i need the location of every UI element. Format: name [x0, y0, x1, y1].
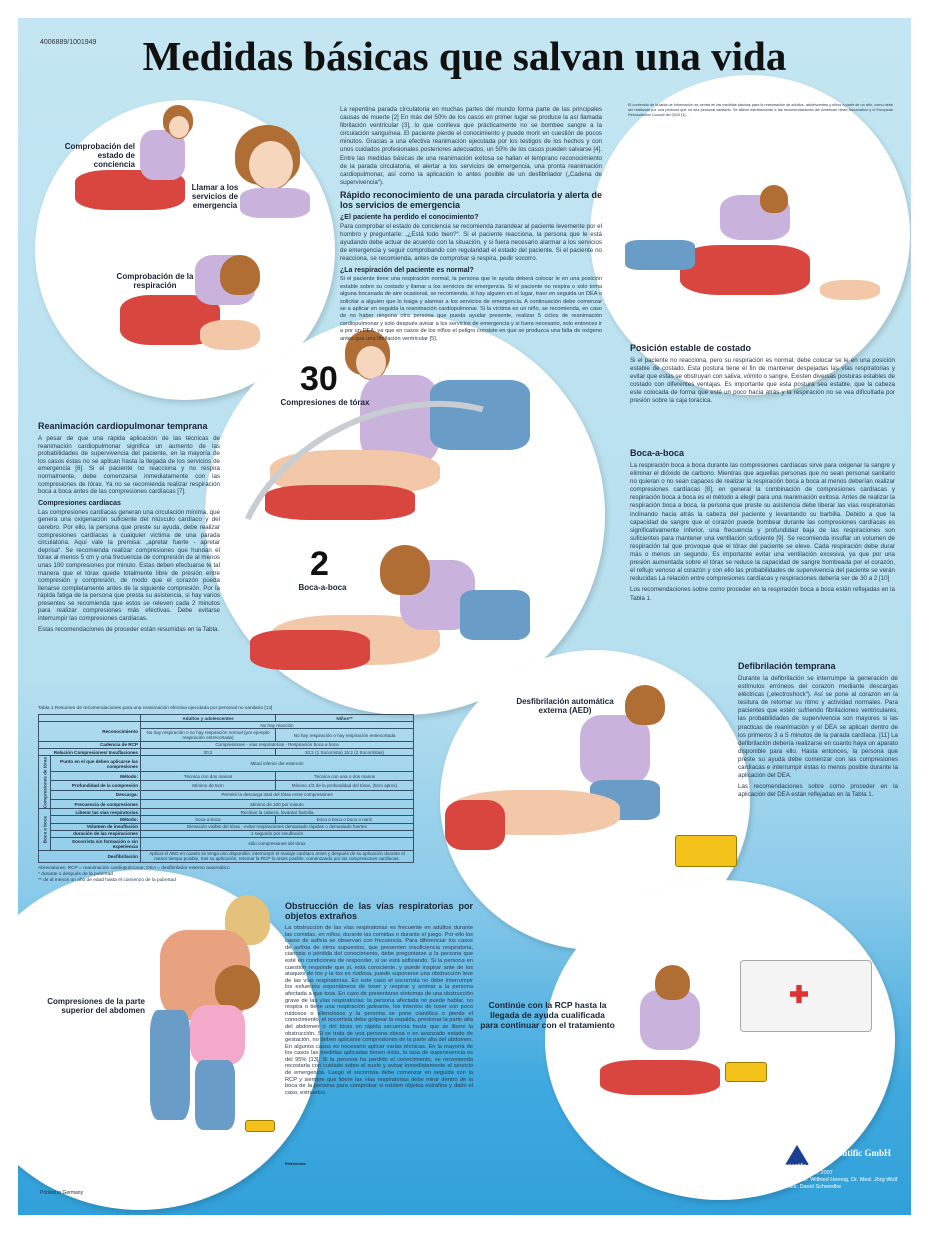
defib-text2: Las recomendaciones sobre como proceder …: [738, 783, 898, 799]
table-cell: Liberar las vías respiratorias: [50, 808, 141, 817]
stable-heading: Posición estable de costado: [630, 343, 752, 353]
label-mouth-to-mouth: Boca-a-boca: [298, 583, 347, 592]
recognition-p2: Si el paciente tiene una respiración nor…: [340, 276, 602, 342]
label-consciousness: Comprobación del estado de conciencia: [64, 142, 135, 169]
scope-note: El contenido de la tabla de información …: [628, 103, 893, 117]
illustrations-credit: Ilustraciones: David Schwedke: [765, 1184, 842, 1190]
table-cell: Punto en el que deben aplicarse las comp…: [50, 755, 141, 773]
boca-text2: Los recomendaciones sobre como proceder …: [630, 586, 895, 602]
table-cell: Aplicar el AED en cuanto se tenga uno di…: [140, 849, 414, 863]
table-cell: Socorrista sin formación o sin experienc…: [50, 837, 141, 851]
circle-continue: [545, 880, 895, 1200]
concept-credit: Concepto y texto: Wilfried Hennig, Dr. M…: [765, 1177, 898, 1183]
table-caption: Tabla 1 Resumen de recomendaciones para …: [38, 706, 273, 711]
compressions-text2: Estas recomendaciones de proceder están …: [38, 625, 220, 633]
table-cell: Reconocimiento: [38, 721, 141, 742]
table-cell: Compresiones - vías respiratorias - Resp…: [140, 740, 414, 750]
stable-position-section: Posición estable de costado Si el pacien…: [630, 340, 895, 409]
poster-title: Medidas básicas que salvan una vida: [142, 33, 787, 79]
copyright: © 3B Scientific GmbH: [805, 1148, 891, 1158]
rcp-text: A pesar de que una rápida aplicación de …: [38, 435, 220, 496]
compressions-heading: Compresiones cardíacas: [38, 499, 121, 507]
table-cell: Desfibrilación: [38, 849, 141, 863]
table-cell: Profundidad de la compresión: [50, 780, 141, 791]
table-cell: Relación Compresiones/ Insuflaciones: [38, 748, 141, 757]
aed-device: [675, 835, 737, 867]
defib-heading: Defibrilación temprana: [738, 661, 836, 671]
3b-scientific-logo: [785, 1145, 809, 1165]
defib-text: Durante la defibrilación se interrumpe l…: [738, 675, 898, 780]
table-cell: Método:: [50, 771, 141, 782]
recognition-q2: ¿La respiración del paciente es normal?: [340, 267, 474, 275]
table-cell: [38, 713, 141, 723]
table-cell: 1 segundo por insuflación: [140, 829, 414, 839]
table-cell: duración de las respiraciones: [50, 829, 141, 839]
printed-in: Printed in Germany: [40, 1190, 84, 1196]
table-cell: Técnica con una o dos manos: [275, 771, 414, 782]
table-abbreviations: Abreviaturas: RCP = reanimación cardiopu…: [38, 865, 230, 871]
table-cell: Descarga:: [50, 789, 141, 800]
table-cell: No hay respiración o no hay respiración …: [140, 728, 276, 742]
table-cell: Boca a boca: [38, 808, 51, 850]
compressions-text: Las compresiones cardíacas generan una c…: [38, 508, 220, 623]
table-cell: Mínimo de 100 por minuto: [140, 798, 414, 810]
table-cell: Cadencia de RCP: [38, 740, 141, 750]
table-note-2: ** de al menos un año de edad hasta el c…: [38, 877, 176, 883]
mouth-to-mouth-section: Boca-a-boca La respiración boca a boca d…: [630, 445, 895, 606]
obstruction-heading: Obstrucción de las vías respiratorias po…: [285, 901, 473, 921]
table-cell: boca a boca o boca a nariz: [275, 815, 414, 824]
intro-section: La repentina parada circulatoria en much…: [340, 106, 602, 346]
table-cell: 30:2: [140, 748, 276, 757]
cpr-section: Reanimación cardiopulmonar temprana A pe…: [38, 418, 220, 636]
table-cell: Elevación visible del tórax - evitar res…: [140, 822, 414, 831]
recognition-q1: ¿El paciente ha perdido el conocimiento?: [340, 213, 479, 221]
table-section: Tabla 1 Resumen de recomendaciones para …: [38, 706, 414, 884]
col-adults: Adultos y adolescentes: [140, 713, 276, 723]
col-children: Niños**: [275, 713, 414, 723]
table-cell: boca a boca: [140, 815, 276, 824]
table-cell: Frecuencia de compresiones: [50, 798, 141, 810]
rcp-heading: Reanimación cardiopulmonar temprana: [38, 421, 208, 431]
label-breathing-check: Comprobación de la respiración: [116, 272, 194, 290]
website: www.3bscientific.com: [765, 1163, 819, 1169]
table-cell: 30:2 (1 Socorrista) 15:2 (2 Socorristas): [275, 748, 414, 757]
intro-text: La repentina parada circulatoria en much…: [340, 106, 602, 186]
references-label: Referencias:: [285, 1162, 307, 1166]
table-cell: No hay reacción: [140, 721, 414, 730]
table-cell: Mínimo 1/3 de la profundidad del tórax, …: [275, 780, 414, 791]
table-cell: Permitir la descarga total del tórax ent…: [140, 789, 414, 800]
boca-heading: Boca-a-boca: [630, 448, 685, 458]
obstruction-section: Obstrucción de las vías respiratorias po…: [285, 898, 473, 1099]
recognition-p1: Para comprobar el estado de conciencia s…: [340, 222, 602, 263]
table-cell: Reclinar la cabeza, levantar barbilla: [140, 808, 414, 817]
table-cell: sólo compresiones del tórax: [140, 837, 414, 851]
product-code: 4006889/1001949: [40, 39, 97, 46]
stable-text: Si el paciente no reacciona, pero su res…: [630, 357, 895, 405]
table-cell: Técnica con dos manos: [140, 771, 276, 782]
table-cell: No hay respiración o hay respiración ent…: [275, 728, 414, 742]
label-abdominal: Compresiones de la parte superior del ab…: [47, 997, 145, 1015]
table-cell: Mitad inferior del esternón: [140, 755, 414, 773]
table-cell: Volumen de insuflación: [50, 822, 141, 831]
label-compressions: Compresiones de tórax: [280, 398, 370, 407]
boca-text: La respiración boca a boca durante las c…: [630, 462, 895, 583]
table-cell: Método:: [50, 815, 141, 824]
label-30: 30: [300, 360, 338, 398]
defibrillation-section: Defibrilación temprana Durante la defibr…: [738, 658, 898, 802]
toy-icon: [245, 1120, 275, 1132]
place-year: Hamburgo, Alemania, 2007: [765, 1170, 833, 1176]
label-aed: Desfibrilación automática externa (AED): [516, 697, 614, 715]
recognition-heading: Rápido reconocimiento de una parada circ…: [340, 189, 602, 210]
label-call-emergency: Llamar a los servicios de emergencia: [191, 183, 239, 210]
table-cell: Compresiones de tórax: [38, 755, 51, 809]
credits: www.3bscientific.com Hamburgo, Alemania,…: [765, 1163, 897, 1191]
table-note-1: * durante o después de la pubertad: [38, 871, 113, 877]
label-2: 2: [310, 545, 329, 583]
label-continue: Continúe con la RCP hasta la llegada de …: [480, 1000, 615, 1030]
obstruction-text: La obstrucción de las vías respiratorias…: [285, 925, 473, 1096]
table-cell: Mínimo de 5cm: [140, 780, 276, 791]
